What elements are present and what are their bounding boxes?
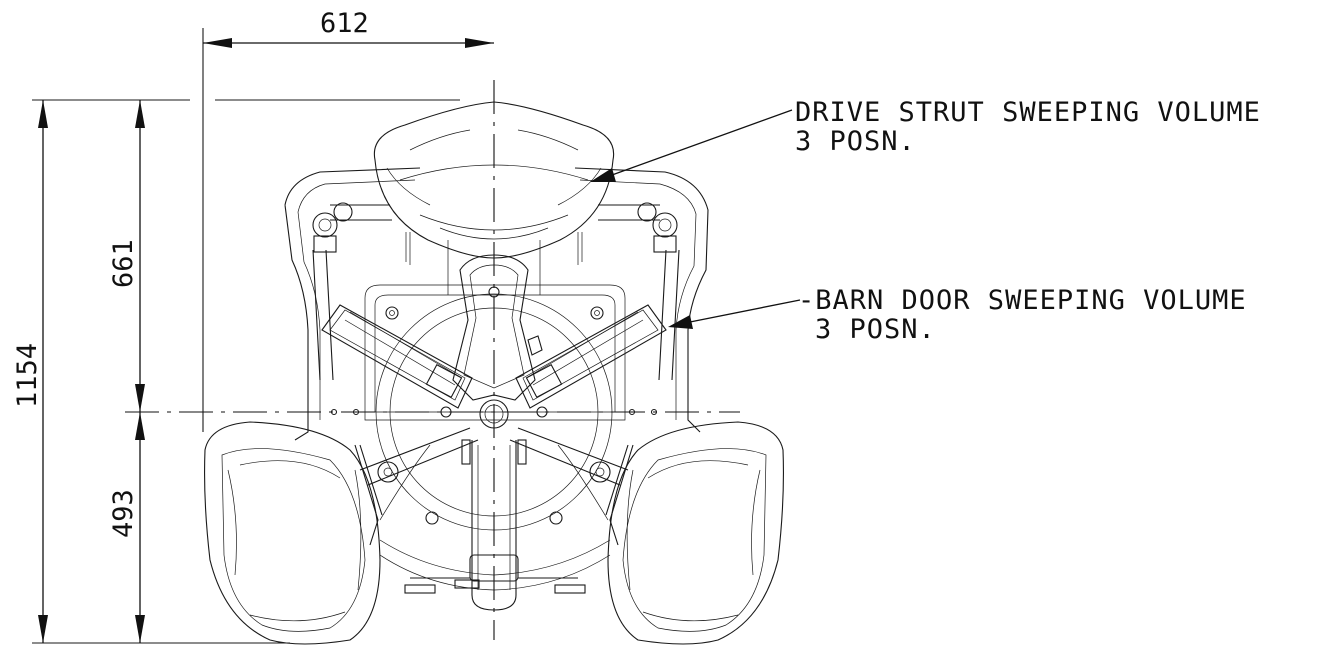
drive-strut-front bbox=[471, 440, 517, 611]
lower-foot-center bbox=[454, 579, 480, 589]
dimension-width-label: 612 bbox=[320, 8, 369, 39]
note-drive-strut-line1: DRIVE STRUT SWEEPING VOLUME bbox=[795, 97, 1261, 128]
wheel-pod-right bbox=[605, 421, 784, 645]
dimension-lower-height-label: 493 bbox=[108, 489, 139, 538]
central-hub-body bbox=[452, 254, 536, 401]
dimension-overall-height bbox=[38, 100, 48, 643]
lower-bolt bbox=[549, 511, 563, 525]
lower-arm-left bbox=[359, 427, 479, 486]
rover-top-view bbox=[204, 101, 784, 645]
upper-cross-tube-left bbox=[330, 204, 392, 221]
deck-bolt bbox=[590, 306, 604, 320]
left-side-strut bbox=[312, 249, 334, 381]
lower-hinge-right bbox=[589, 461, 611, 483]
wheel-pod-left bbox=[204, 421, 383, 645]
barn-door-right-upper bbox=[515, 304, 667, 418]
drive-strut-foot bbox=[469, 554, 519, 582]
deck-bolt bbox=[385, 306, 399, 320]
note-drive-strut-line2: 3 POSN. bbox=[795, 126, 916, 157]
dimension-lower-height bbox=[135, 412, 145, 643]
upper-cross-tube-right bbox=[598, 204, 660, 221]
note-barn-door-line1: -BARN DOOR SWEEPING VOLUME bbox=[798, 285, 1247, 316]
right-side-strut bbox=[658, 249, 680, 381]
lower-bolt bbox=[425, 511, 439, 525]
deck-plate bbox=[364, 284, 626, 421]
lower-foot-left bbox=[404, 584, 436, 594]
lower-foot-right bbox=[554, 584, 586, 594]
note-barn-door-line2: 3 POSN. bbox=[815, 314, 936, 345]
dimension-upper-height-label: 661 bbox=[108, 239, 139, 288]
corner-joint-left bbox=[312, 202, 353, 253]
hub-pin bbox=[488, 286, 500, 298]
lower-skirt bbox=[379, 539, 611, 591]
dimension-width bbox=[203, 38, 494, 48]
lower-arm-right bbox=[509, 427, 629, 486]
central-drum bbox=[375, 293, 613, 531]
dimension-upper-height bbox=[135, 100, 145, 412]
chassis-outer-outline bbox=[284, 167, 709, 441]
lower-hinge-left bbox=[377, 461, 399, 483]
center-pivot bbox=[479, 399, 509, 429]
leader-barn-door bbox=[668, 299, 801, 329]
chassis-inner-outline bbox=[297, 179, 697, 420]
leader-drive-strut bbox=[590, 109, 793, 182]
barn-door-left-upper bbox=[321, 304, 473, 418]
corner-joint-right bbox=[637, 202, 678, 253]
dimension-overall-height-label: 1154 bbox=[12, 343, 43, 408]
